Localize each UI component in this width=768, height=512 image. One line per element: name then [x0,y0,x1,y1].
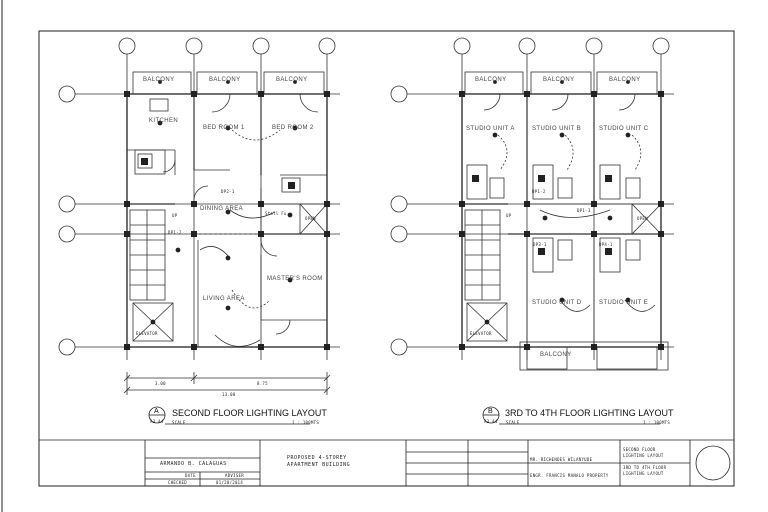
second-floor-scale-label: SCALE [172,420,186,425]
dimension-total: 13.00 [222,392,236,397]
room-kitchen: KITCHEN [149,118,179,124]
panel-label-2: DP1-2 [168,230,182,235]
room-dining: DINING AREA [200,206,244,212]
sheet-border [38,30,735,487]
second-floor-title: SECOND FLOOR LIGHTING LAYOUT [172,408,327,418]
plan-marker-a [148,406,310,425]
project-title: PROPOSED 4-STOREY [287,455,347,461]
upper-stair-label: UP [506,213,512,218]
upper-balcony-bottom: BALCONY [540,352,572,358]
tb-date-value: 01/20/2014 [216,480,244,485]
second-floor-plan [58,37,340,395]
second-floor-scale-value: 1 : 100MTS [292,420,320,425]
room-open: OPEN [305,216,316,221]
room-bedroom-2: BED ROOM 2 [272,125,314,131]
upper-panel-4: DP1-2 [532,189,546,194]
room-living: LIVING AREA [203,296,245,302]
room-studio-d: STUDIO UNIT D [532,300,582,306]
tb-adviser-label: ADVISER [225,473,244,478]
room-balcony-1: BALCONY [143,77,175,83]
upper-balcony-1: BALCONY [475,77,507,83]
sheet-title-1: SECOND FLOOR [623,447,656,452]
stair-label: UP [172,213,178,218]
room-studio-e: STUDIO UNIT E [599,300,649,306]
designer-name: ARMANDO B. CALAGUAS [160,461,227,467]
upper-floor-plan [390,37,674,371]
room-studio-a: STUDIO UNIT A [466,126,515,132]
upper-room-open: OPEN [637,216,648,221]
tb-date-label: DATE [185,473,196,478]
dimension-2: 8.75 [257,381,268,386]
room-studio-c: STUDIO UNIT C [599,126,649,132]
upper-panel-2: DP3-1 [533,242,547,247]
title-block [39,439,734,486]
sheet-title-3: 3RD TO 4TH FLOOR [623,465,667,470]
marker-b-letter: B [488,408,494,415]
room-balcony-2: BALCONY [209,77,241,83]
sheet-title-2: LIGHTING LAYOUT [623,453,664,458]
elevator-label: ELEVATOR [136,331,158,336]
dimension-1: 3.00 [155,381,166,386]
room-studio-b: STUDIO UNIT B [532,126,582,132]
project-title-2: APARTMENT BUILDING [287,462,351,468]
plan-marker-b [482,406,660,425]
upper-floor-scale-label: SCALE [506,420,520,425]
room-masters: MASTER'S ROOM [267,276,323,282]
owner-name: MR. RICHENDES WILANYUDE [530,457,593,462]
upper-balcony-2: BALCONY [543,77,575,83]
marker-a-letter: A [154,408,160,415]
room-bedroom-1: BED ROOM 1 [203,125,245,131]
upper-panel-1: DP1-3 [577,208,591,213]
marker-b-ref: A3 A4 [484,419,498,424]
owner-line: ENGR. FRANCIS MANALO PROPERTY [530,473,609,478]
sheet-title-4: LIGHTING LAYOUT [623,471,664,476]
panel-label-1: DP2-1 [221,189,235,194]
upper-panel-3: DP4-1 [599,242,613,247]
room-small-bath: Stoll Fu [265,211,287,216]
upper-floor-title: 3RD TO 4TH FLOOR LIGHTING LAYOUT [505,408,674,418]
tb-checked-label: CHECKED [168,480,187,485]
upper-elevator-label: ELEVATOR [470,331,492,336]
room-balcony-3: BALCONY [276,77,308,83]
marker-a-ref: A3 A4 [150,419,164,424]
upper-balcony-3: BALCONY [609,77,641,83]
upper-floor-scale-value: 1 : 100MTS [643,420,671,425]
